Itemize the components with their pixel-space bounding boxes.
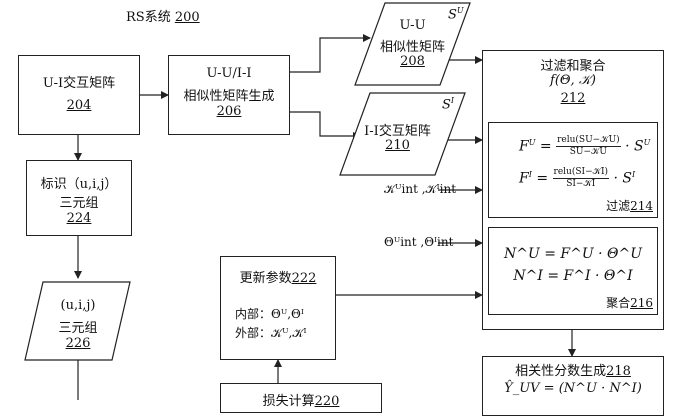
agg-eq-u: N^U = F^U · Θ^U [503,246,642,262]
node-206: U-U/I-I 相似性矩阵生成 206 [168,55,290,135]
node-224-line1: 标识（u,i,j） [40,177,118,192]
node-216: N^U = F^U · Θ^U N^I = F^I · Θ^I 聚合216 [488,227,658,315]
node-206-line1: U-U/I-I [206,66,252,81]
node-224-line2: 三元组 [59,196,99,211]
node-226-line1: (u,i,j) [60,298,96,313]
node-218-label: 相关性分数生成218 [515,364,631,379]
node-212-num: 212 [560,91,586,106]
node-210-line1: I-I交互矩阵 [364,124,431,139]
edge-206-210 [290,111,361,140]
node-208-shape [354,2,471,86]
node-216-label: 聚合216 [606,296,653,310]
node-212-line1: 过滤和聚合 [540,59,606,74]
node-218: 相关性分数生成218 Ŷ_UV = (N^U · N^I) [482,356,664,416]
node-226-num: 226 [65,336,91,351]
node-208-tag: SU [448,6,464,23]
node-214-label: 过滤214 [606,199,653,213]
node-204-num: 204 [66,98,92,113]
edge-label-theta-int: Θᵁint ,Θᴵint [384,235,454,249]
node-210-shape [339,92,466,176]
node-208-line1: U-U [399,18,426,33]
diagram-title: RS系统 200 [126,10,200,25]
score-eq: Ŷ_UV = (N^U · N^I) [504,381,642,396]
node-222-outer: 外部：𝒦ᵁ,𝒦ᴵ [235,326,307,340]
edge-206-208 [290,34,371,73]
node-210-num: 210 [385,138,410,153]
node-210-tag: SI [442,96,455,113]
node-220: 损失计算220 [220,383,382,413]
node-222: 更新参数222 内部：Θᵁ,Θᴵ 外部：𝒦ᵁ,𝒦ᴵ [220,256,336,360]
node-222-inner: 内部：Θᵁ,Θᴵ [235,307,304,321]
node-224: 标识（u,i,j） 三元组 224 [26,160,132,236]
node-226-shape [24,281,131,361]
filter-eq-u: FU = relu(SU−𝒦U)SU−𝒦U · SU [519,135,651,157]
node-206-line2: 相似性矩阵生成 [183,89,275,104]
node-226-line2: 三元组 [58,321,98,336]
node-208-line2: 相似性矩阵 [379,40,445,55]
edge-label-k-int: 𝒦ᵁint ,𝒦ᴵint [384,182,457,196]
node-204: U-I交互矩阵 204 [18,55,140,135]
connector-layer [24,2,576,400]
node-208-num: 208 [400,54,425,69]
filter-eq-i: FI = relu(SI−𝒦I)SI−𝒦I · SI [519,167,636,189]
node-204-label: U-I交互矩阵 [42,76,116,91]
agg-eq-i: N^I = F^I · Θ^I [513,268,633,284]
node-214: FU = relu(SU−𝒦U)SU−𝒦U · SU FI = relu(SI−… [488,122,658,218]
node-206-num: 206 [216,104,242,119]
node-222-label: 更新参数222 [239,271,317,286]
node-224-num: 224 [66,211,92,226]
node-212-line2: f(Θ, 𝒦) [550,73,596,88]
